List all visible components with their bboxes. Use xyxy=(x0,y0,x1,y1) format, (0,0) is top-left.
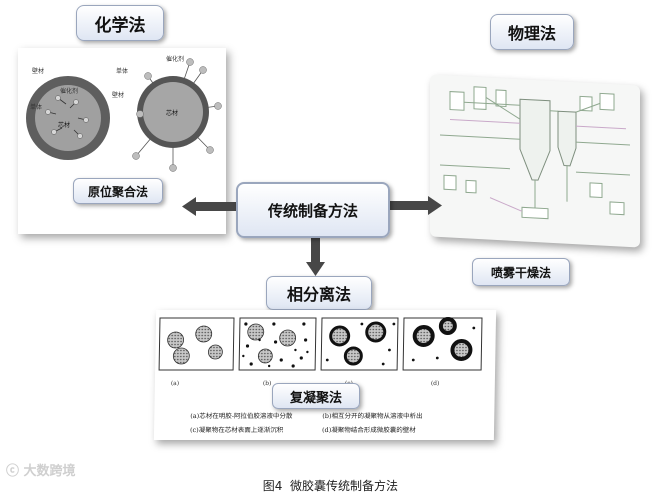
figure-caption: 图4 微胶囊传统制备方法 xyxy=(0,463,653,494)
traditional-method-text: 传统制备方法 xyxy=(268,200,358,221)
left-wall-label: 壁材 xyxy=(32,66,44,75)
left-catalyst-label: 催化剂 xyxy=(60,86,78,95)
spray-drying-label: 喷雾干燥法 xyxy=(472,258,570,286)
phase-separation-panel: (a) (b) (c) (d) (a)芯材在明胶-阿拉伯胶溶液中分散 (b)相互… xyxy=(154,310,496,440)
stage-b-label: (b) xyxy=(263,380,272,387)
coacervation-stages-diagram xyxy=(154,310,496,440)
spray-drying-panel xyxy=(430,74,640,247)
coacervation-label: 复凝聚法 xyxy=(272,383,360,409)
chemical-method-text: 化学法 xyxy=(95,11,146,36)
stage-a-label: (a) xyxy=(171,380,179,387)
coacervation-text: 复凝聚法 xyxy=(290,387,342,406)
stage-d-label: (d) xyxy=(431,380,440,387)
right-catalyst-label: 催化剂 xyxy=(166,54,184,63)
physical-method-title: 物理法 xyxy=(490,14,574,50)
physical-method-text: 物理法 xyxy=(508,20,556,44)
in-situ-polymerization-text: 原位聚合法 xyxy=(88,183,148,200)
stage-c-caption: (c)凝聚物在芯材表面上逐渐沉积 xyxy=(190,424,283,434)
spray-drying-equipment-diagram xyxy=(430,74,640,247)
left-core-label: 芯材 xyxy=(58,120,70,129)
chemical-method-title: 化学法 xyxy=(76,5,164,41)
spray-drying-text: 喷雾干燥法 xyxy=(491,264,551,281)
traditional-method-box: 传统制备方法 xyxy=(236,182,390,238)
right-wall-label: 壁材 xyxy=(112,90,124,99)
stage-d-caption: (d)凝聚物结合形成微胶囊的壁材 xyxy=(322,424,416,434)
in-situ-polymerization-label: 原位聚合法 xyxy=(73,178,163,204)
stage-a-caption: (a)芯材在明胶-阿拉伯胶溶液中分散 xyxy=(190,410,292,420)
left-monomer-label: 单体 xyxy=(30,102,42,111)
phase-separation-text: 相分离法 xyxy=(287,281,351,305)
chemical-panel: 壁材 催化剂 单体 芯材 单体 催化剂 壁材 芯材 xyxy=(18,48,226,234)
figure-caption-text: 图4 微胶囊传统制备方法 xyxy=(263,479,398,493)
in-situ-polymerization-diagram xyxy=(18,48,226,234)
phase-separation-title: 相分离法 xyxy=(266,276,372,310)
stage-b-caption: (b)相互分开的凝聚物从溶液中析出 xyxy=(322,410,422,420)
right-monomer-label: 单体 xyxy=(116,66,128,75)
right-core-label: 芯材 xyxy=(166,108,178,117)
